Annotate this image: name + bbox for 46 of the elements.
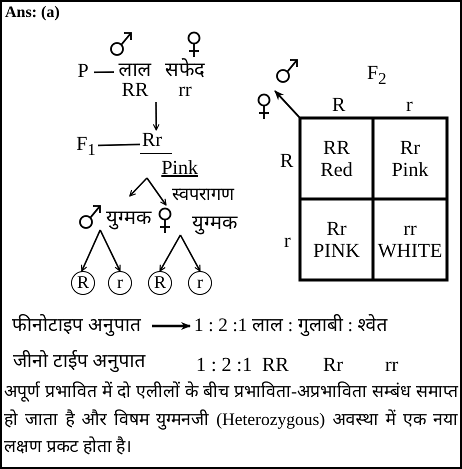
gamete-label: युग्मक (106, 208, 151, 230)
genotype-label: rr (385, 354, 398, 376)
column-header: r (406, 94, 413, 116)
genotype-label: Rr (400, 138, 420, 158)
phenotype-label: सफेद (165, 60, 205, 80)
genotype-label: rr (403, 218, 417, 238)
row-header: r (284, 230, 291, 252)
phenotype-label: Pink (161, 158, 198, 178)
arrow (159, 234, 182, 272)
row-header: R (280, 150, 294, 172)
phenotype-label: PINK (313, 240, 360, 260)
arrow (99, 230, 121, 272)
answer-heading: Ans: (a) (5, 4, 60, 22)
genotype-label: Rr (140, 130, 172, 154)
paragraph-text: अपूर्ण प्रभावित में दो एलीलों के बीच प्रभाविता-अप्रभाविता सम्बंध समाप्त हो जाता है और विषम युग्मनजी (Heterozygous) अवस्था में एक नया लक्षण प्रकट होता है। (4, 380, 458, 458)
genotype-label: RR (323, 138, 350, 158)
arrow (180, 234, 201, 272)
generation-label: F$_{2}$ (367, 62, 386, 88)
genotype-label: RR (122, 80, 148, 100)
generation-label: F$_{1}$ (74, 130, 98, 158)
arrow (152, 322, 191, 330)
phenotype-label: Red (320, 160, 353, 180)
genotype-label: Rr (323, 354, 343, 376)
arrow (152, 102, 160, 131)
connector-line (98, 144, 140, 146)
ratio-label: फीनोटाइप अनुपात (12, 312, 144, 340)
allele-circle: R (71, 271, 95, 295)
genotype-label: RR (262, 354, 289, 376)
arrow (146, 178, 167, 206)
ratio-value: 1 : 2 :1 (196, 354, 252, 376)
ratio-label: जीनो टाईप अनुपात (13, 352, 146, 373)
connector-line (94, 71, 114, 74)
allele-circle: R (148, 271, 172, 295)
phenotype-label: लाल (118, 60, 152, 80)
phenotype-label: Pink (392, 160, 428, 180)
column-header: R (332, 94, 346, 116)
phenotype-label: WHITE (378, 240, 442, 260)
gamete-label: युग्मक (192, 213, 237, 235)
generation-label: P (72, 58, 94, 84)
genotype-label: rr (178, 80, 192, 100)
allele-circle: r (188, 271, 212, 295)
arrow (80, 230, 101, 272)
allele-circle: r (108, 271, 132, 295)
arrow (129, 177, 148, 197)
ratio-label: 1 : 2 :1 लाल : गुलाबी : श्वेत (194, 312, 416, 340)
genotype-label: Rr (326, 218, 346, 238)
